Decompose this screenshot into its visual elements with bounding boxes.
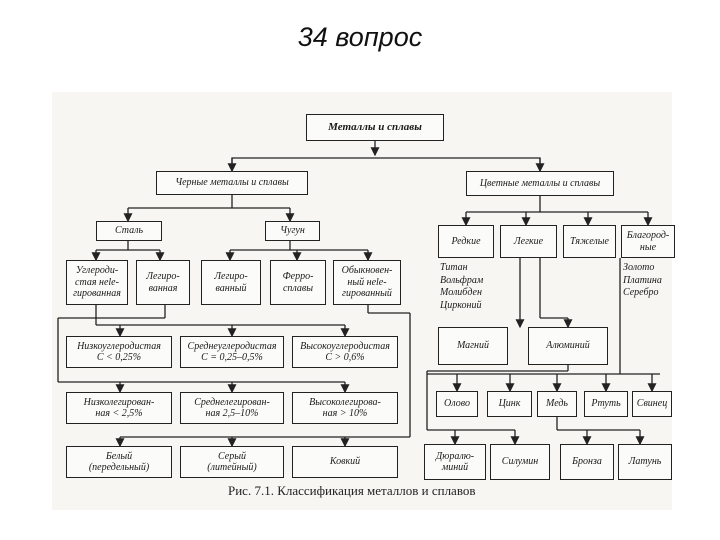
connector-root-split [231, 157, 541, 168]
node-low-carbon: Низкоуглеродистая C < 0,25% [66, 336, 172, 368]
node-cast-iron: Чугун [265, 221, 320, 241]
noble-metals-list: Золото Платина Серебро [623, 262, 662, 298]
node-alloyed-iron: Легиро- ванный [201, 260, 261, 305]
node-alloyed-steel: Легиро- ванная [136, 260, 190, 305]
node-noble: Благород- ные [621, 225, 675, 258]
node-malleable-iron: Ковкий [292, 446, 398, 478]
node-carbon-steel: Углероди- стая нele- гированная [66, 260, 128, 305]
node-grey-iron: Серый (литейный) [180, 446, 284, 478]
node-bronze: Бронза [560, 444, 614, 480]
node-zinc: Цинк [487, 391, 532, 417]
node-nonferrous-metals: Цветные металлы и сплавы [466, 171, 614, 196]
node-white-iron: Белый (передельный) [66, 446, 172, 478]
node-tin: Олово [436, 391, 478, 417]
node-rare: Редкие [438, 225, 494, 258]
node-medium-alloy: Среднелегирован- ная 2,5–10% [180, 392, 284, 424]
node-copper: Медь [537, 391, 577, 417]
node-heavy: Тяжелые [563, 225, 616, 258]
node-brass: Латунь [618, 444, 672, 480]
node-lead: Свинец [632, 391, 672, 417]
node-mercury: Ртуть [584, 391, 628, 417]
figure-caption: Рис. 7.1. Классификация металлов и сплав… [228, 483, 476, 498]
node-medium-carbon: Среднеуглеродистая C = 0,25–0,5% [180, 336, 284, 368]
node-ordinary-iron: Обыкновен- ный нele- гированный [333, 260, 401, 305]
node-silumin: Силумин [490, 444, 550, 480]
node-ferrous-metals: Черные металлы и сплавы [156, 171, 308, 195]
node-magnesium: Магний [438, 327, 508, 365]
rare-metals-list: Титан Вольфрам Молибден Цирконий [440, 262, 484, 311]
node-high-carbon: Высокоуглеродистая C > 0,6% [292, 336, 398, 368]
slide-title: 34 вопрос [297, 22, 423, 52]
node-steel: Сталь [96, 221, 162, 241]
node-light: Легкие [500, 225, 557, 258]
node-low-alloy: Низколегирован- ная < 2,5% [66, 392, 172, 424]
node-aluminum: Алюминий [528, 327, 608, 365]
node-duralumin: Дюралю- миний [424, 444, 486, 480]
node-metals-and-alloys: Металлы и сплавы [306, 114, 444, 141]
node-high-alloy: Высоколегирова- ная > 10% [292, 392, 398, 424]
node-ferroalloys: Ферро- сплавы [270, 260, 326, 305]
